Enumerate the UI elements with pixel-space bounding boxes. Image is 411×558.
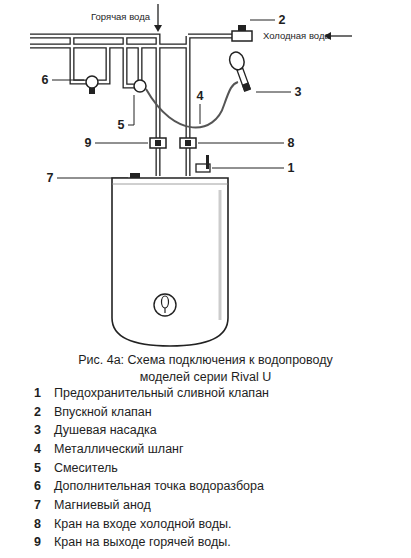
key-number: 3 <box>34 423 41 437</box>
key-text: Смеситель <box>54 461 118 475</box>
key-text: Магниевый анод <box>54 498 151 512</box>
key-number: 1 <box>34 386 41 400</box>
callout-number: 5 <box>118 118 125 132</box>
key-number: 8 <box>34 517 41 531</box>
key-number: 4 <box>34 442 41 456</box>
flow-label: Горячая вода <box>91 12 150 23</box>
key-number: 6 <box>34 479 41 493</box>
key-text: Кран на входе холодной воды. <box>54 517 231 531</box>
callout-number: 2 <box>279 13 286 27</box>
callout-number: 7 <box>47 171 54 185</box>
callout-number: 3 <box>295 85 302 99</box>
key-text: Предохранительный сливной клапан <box>54 386 269 400</box>
key-text: Дополнительная точка водоразбора <box>54 479 264 493</box>
callout-number: 4 <box>197 89 204 103</box>
key-number: 2 <box>34 405 41 419</box>
callout-number: 9 <box>85 136 92 150</box>
callout-number: 1 <box>288 161 295 175</box>
key-number: 7 <box>34 498 41 512</box>
key-text: Душевая насадка <box>54 423 157 437</box>
callout-number: 6 <box>42 73 49 87</box>
key-text: Металлический шланг <box>54 442 184 456</box>
key-text: Впускной клапан <box>54 405 152 419</box>
flow-label: Холодная вода <box>263 31 330 42</box>
key-number: 5 <box>34 461 41 475</box>
key-number: 9 <box>34 535 41 549</box>
figure-caption: Рис. 4а: Схема подключения к водопроводу… <box>60 352 352 386</box>
key-text: Кран на выходе горячей воды. <box>54 535 231 549</box>
callout-number: 8 <box>288 136 295 150</box>
